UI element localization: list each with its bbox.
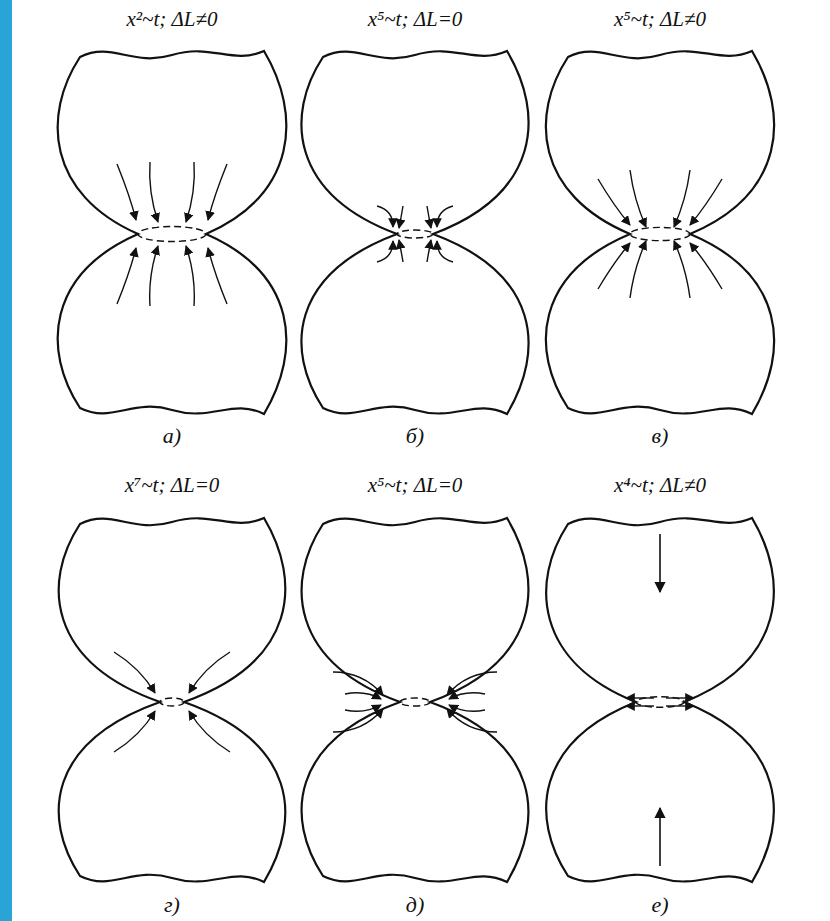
flow-arrow (150, 162, 158, 222)
flow-arrow (399, 240, 403, 262)
flow-arrow (117, 248, 136, 304)
flow-arrow (674, 241, 690, 298)
flow-arrow (208, 164, 227, 220)
panel-letter: а) (163, 424, 181, 448)
particle-pair (546, 518, 774, 882)
neck-section (160, 698, 184, 706)
flow-arrow (598, 243, 630, 289)
panel-letter: д) (406, 893, 424, 917)
flow-arrow (626, 697, 654, 698)
rate-formula: x⁴~t; ΔL≠0 (614, 474, 706, 497)
flow-arrow (437, 206, 453, 227)
flow-arrow (690, 243, 722, 289)
panel-letter: б) (406, 424, 424, 448)
flow-arrow (630, 241, 646, 298)
flow-arrow (399, 206, 403, 228)
flow-arrow (186, 246, 194, 306)
flow-arrow (117, 164, 136, 220)
flow-arrow (377, 206, 393, 227)
flow-arrow (333, 672, 383, 695)
flow-arrow (427, 240, 431, 262)
flow-arrow (186, 162, 194, 222)
flow-arrow (189, 652, 230, 693)
flow-arrow (690, 179, 722, 225)
neck-section (138, 227, 206, 242)
rate-formula: x⁵~t; ΔL≠0 (614, 8, 706, 31)
flow-arrow (437, 241, 453, 262)
flow-arrow (114, 652, 155, 693)
flow-arrow (598, 179, 630, 225)
rate-formula: x⁵~t; ΔL=0 (368, 8, 463, 31)
flow-arrow (666, 697, 694, 698)
neck-section (400, 698, 430, 706)
particle-pair (302, 518, 529, 882)
particle-pair (59, 518, 286, 882)
flow-arrow (449, 705, 485, 711)
flow-arrow (674, 170, 690, 227)
flow-arrow (449, 693, 485, 699)
flow-arrow (345, 693, 381, 699)
flow-arrow (447, 672, 497, 695)
neck-section (630, 227, 690, 240)
particle-pair (58, 51, 287, 414)
flow-arrow (150, 246, 158, 306)
flow-arrow (345, 705, 381, 711)
particle-pair (301, 51, 528, 414)
panel-letter: г) (164, 893, 180, 917)
rate-formula: x²~t; ΔL≠0 (126, 8, 217, 31)
flow-arrow (333, 709, 383, 732)
flow-arrow (630, 170, 646, 227)
flow-arrow (114, 711, 155, 752)
load-arrow (659, 808, 661, 866)
flow-arrow (377, 241, 393, 262)
particle-pair (546, 51, 774, 414)
panel-letter: е) (651, 893, 668, 917)
neck-section (397, 230, 433, 238)
flow-arrow (427, 206, 431, 228)
flow-arrow (666, 705, 694, 706)
side-bar (0, 0, 12, 921)
load-arrow (659, 534, 661, 592)
rate-formula: x⁵~t; ΔL=0 (368, 474, 463, 497)
flow-arrow (447, 709, 497, 732)
flow-arrow (208, 248, 227, 304)
rate-formula: x⁷~t; ΔL=0 (125, 474, 220, 497)
flow-arrow (189, 711, 230, 752)
flow-arrow (626, 705, 654, 706)
panel-letter: в) (652, 424, 669, 448)
